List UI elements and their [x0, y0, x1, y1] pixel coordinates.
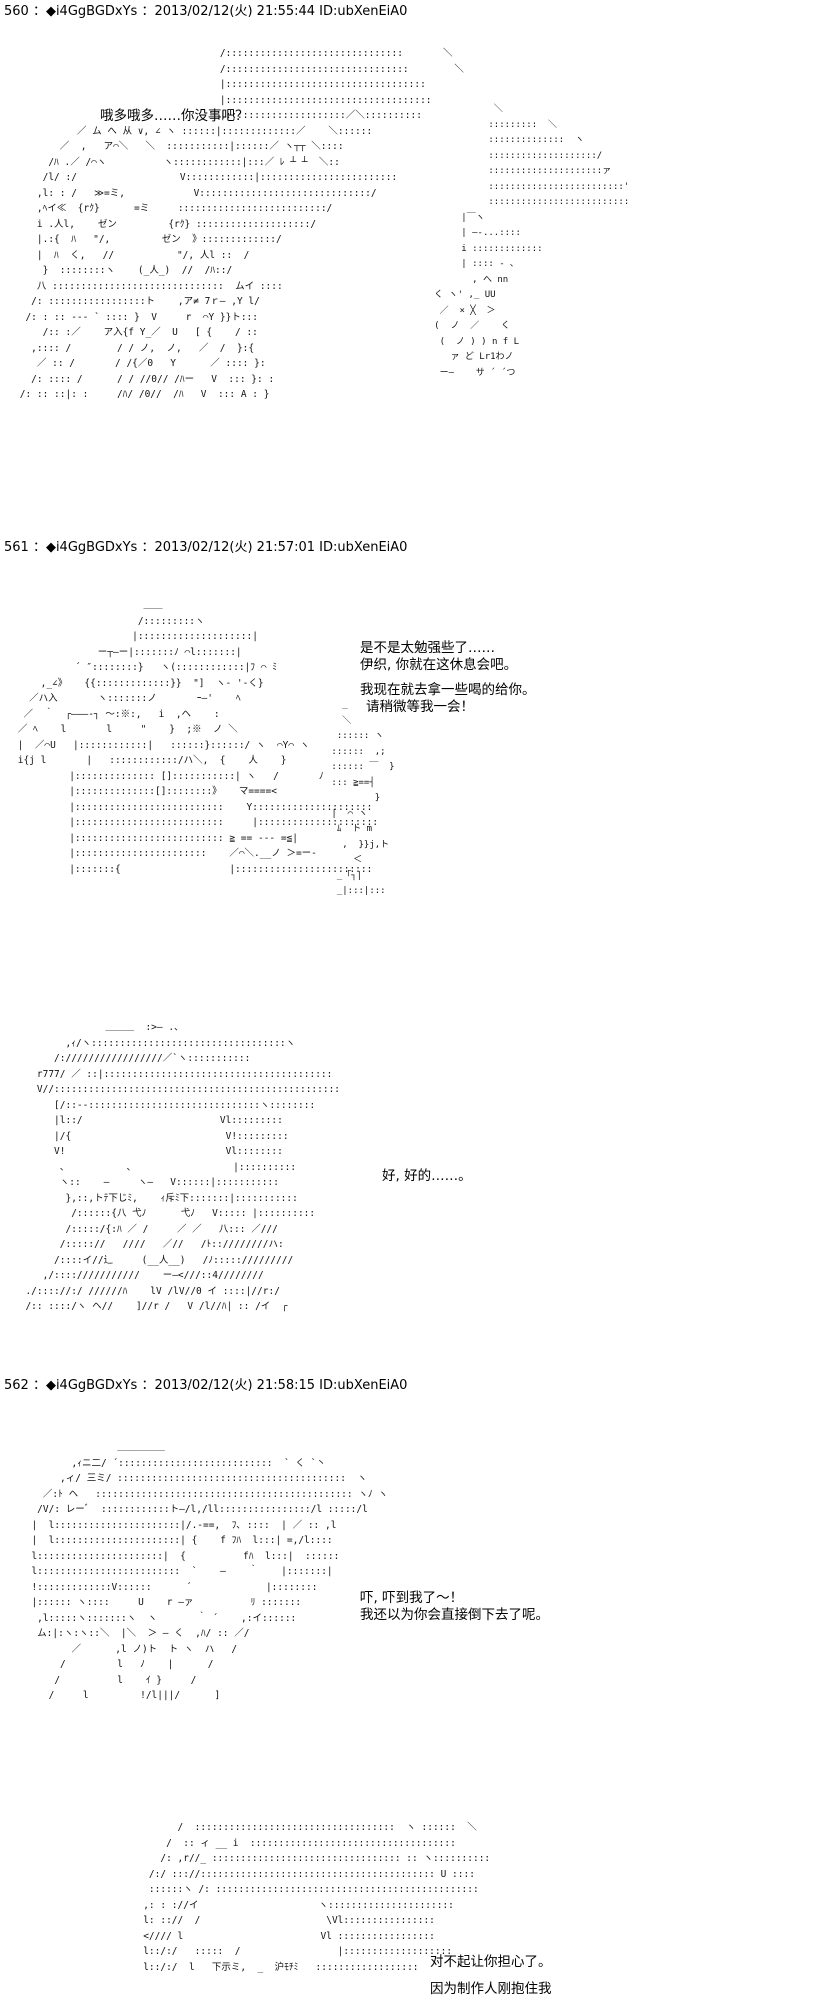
dialog-line: 我现在就去拿一些喝的给你。 — [360, 682, 536, 698]
ascii-art-561-bottom: ＿＿＿ :>― .、 ,ｨ/ヽ:::::::::::::::::::::::::… — [25, 1022, 341, 1312]
post-header-561: 561 ：◆i4GgBGDxYs ：2013/02/12(火) 21:57:01… — [4, 540, 408, 555]
dialog-line: 吓, 吓到我了～！ — [360, 1590, 464, 1606]
post-header-562: 562 ：◆i4GgBGDxYs ：2013/02/12(火) 21:58:15… — [4, 1378, 408, 1393]
dialog-561-1: 是不是太勉强些了…… 伊织, 你就在这休息会吧。 我现在就去拿一些喝的给你。 请… — [360, 640, 536, 716]
dialog-line: 请稍微等我一会！ — [366, 699, 474, 715]
dialog-line — [360, 674, 536, 682]
dialog-line: 好, 好的……。 — [382, 1168, 472, 1184]
dialog-line: 我还以为你会直接倒下去了呢。 — [360, 1607, 549, 1623]
ascii-art-562-top: ＿＿＿＿＿ ,ｨニ二/ ´:::::::::::::::::::::::::::… — [31, 1442, 388, 1701]
post-header-560: 560 ：◆i4GgBGDxYs ：2013/02/12(火) 21:55:44… — [4, 4, 408, 19]
ascii-art-562-bottom: / ::::::::::::::::::::::::::::::::::: ヽ … — [143, 1822, 491, 1973]
dialog-line: 是不是太勉强些了…… — [360, 640, 495, 656]
dialog-line: 因为制作人刚抱住我 — [430, 1981, 552, 1997]
ascii-art-560-right: ＼ ::::::::: ＼ :::::::::::::: ヽ :::::::::… — [434, 104, 630, 378]
dialog-line: 对不起让你担心了。 — [430, 1954, 552, 1970]
ascii-art-561-side: _ ＼ :::::: ヽ :::::: ,; :::::: ￣ } ::: ≧=… — [331, 700, 395, 896]
dialog-561-2: 好, 好的……。 — [382, 1168, 472, 1185]
dialog-line: 伊织, 你就在这休息会吧。 — [360, 657, 518, 673]
dialog-line: 哦多哦多……你没事吧？ — [100, 108, 249, 124]
ascii-art-560-left: /::::::::::::::::::::::::::::::: ＼ /::::… — [19, 48, 464, 400]
dialog-562-1: 吓, 吓到我了～！ 我还以为你会直接倒下去了呢。 — [360, 1590, 549, 1624]
ascii-art-561-top: ＿＿ /:::::::::ヽ |::::::::::::::::::::| ー┬… — [17, 600, 379, 875]
dialog-560-1: 哦多哦多……你没事吧？ — [100, 108, 249, 125]
dialog-562-2: 对不起让你担心了。 因为制作人刚抱住我 — [430, 1954, 552, 1998]
